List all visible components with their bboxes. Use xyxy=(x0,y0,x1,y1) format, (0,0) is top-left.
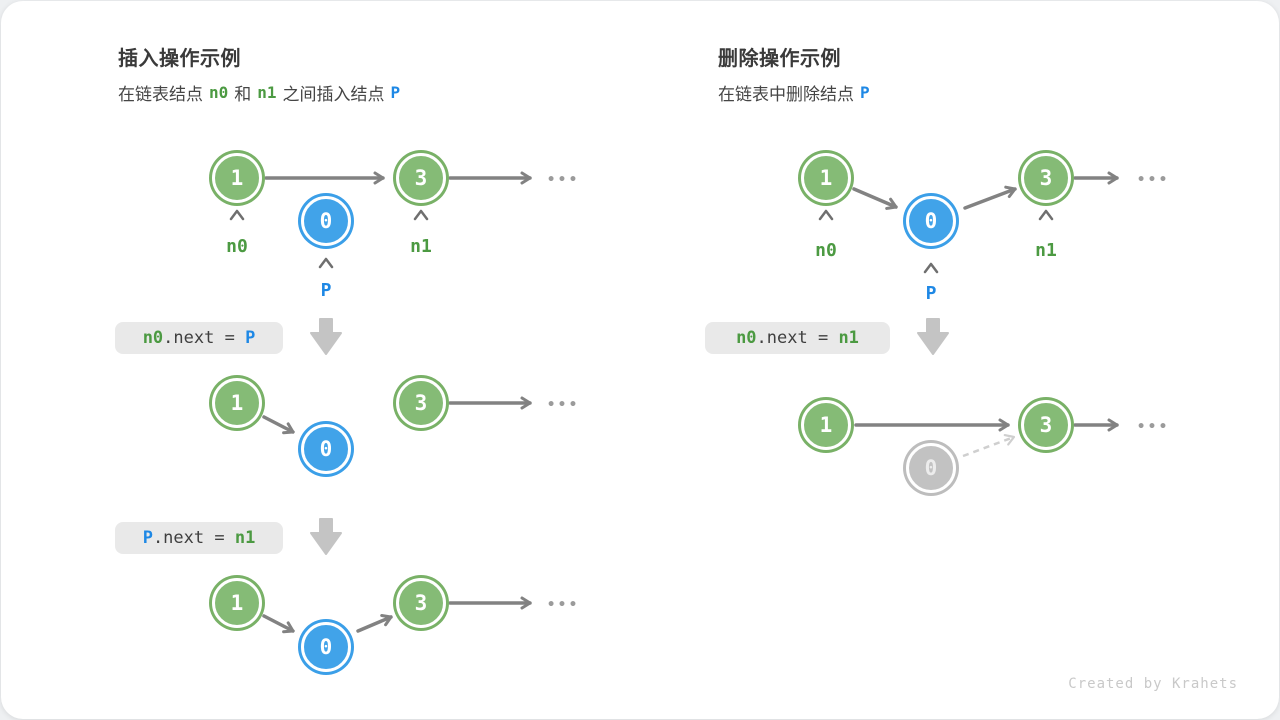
node-0-p: 0 xyxy=(301,196,351,246)
node-0-p: 0 xyxy=(906,196,956,246)
code-lhs: P xyxy=(142,528,153,548)
subtitle-text: 和 xyxy=(234,85,252,104)
subtitle-text: 之间插入结点 xyxy=(282,85,385,104)
label-n0: n0 xyxy=(815,240,837,261)
label-n0: n0 xyxy=(226,236,248,257)
node-1: 1 xyxy=(801,153,851,203)
code-lhs: n0 xyxy=(736,328,757,348)
delete-subtitle: 在链表中删除结点 P xyxy=(718,80,876,105)
code-n0-next-n1: n0.next = n1 xyxy=(705,322,890,354)
insert-subtitle: 在链表结点 n0 和 n1 之间插入结点 P xyxy=(118,80,406,105)
delete-title: 删除操作示例 xyxy=(718,48,841,70)
node-1: 1 xyxy=(212,378,262,428)
code-lhs: n0 xyxy=(142,328,164,348)
node-1: 1 xyxy=(801,400,851,450)
ellipsis: ••• xyxy=(1136,172,1170,188)
ellipsis: ••• xyxy=(546,597,580,613)
label-p: P xyxy=(320,280,332,301)
node-3: 3 xyxy=(396,378,446,428)
node-3: 3 xyxy=(396,153,446,203)
code-n0-next-p: n0.next = P xyxy=(115,322,283,354)
code-rhs: P xyxy=(245,328,256,348)
label-n1: n1 xyxy=(1035,240,1057,261)
code-rhs: n1 xyxy=(234,528,256,548)
label-p: P xyxy=(925,283,937,304)
credit-text: Created by Krahets xyxy=(1068,676,1238,692)
code-mid: .next = xyxy=(152,528,235,548)
code-rhs: n1 xyxy=(838,328,859,348)
token-n0: n0 xyxy=(209,83,229,102)
ellipsis: ••• xyxy=(1136,419,1170,435)
node-0-p: 0 xyxy=(301,424,351,474)
node-1: 1 xyxy=(212,153,262,203)
node-3: 3 xyxy=(396,578,446,628)
insert-title: 插入操作示例 xyxy=(118,48,241,70)
code-p-next-n1: P.next = n1 xyxy=(115,522,283,554)
token-p: P xyxy=(390,83,401,102)
ellipsis: ••• xyxy=(546,172,580,188)
subtitle-text: 在链表结点 xyxy=(118,85,203,104)
label-n1: n1 xyxy=(410,236,432,257)
subtitle-text: 在链表中删除结点 xyxy=(718,85,854,104)
node-0-p: 0 xyxy=(301,622,351,672)
ellipsis: ••• xyxy=(546,397,580,413)
node-1: 1 xyxy=(212,578,262,628)
node-3: 3 xyxy=(1021,400,1071,450)
code-mid: .next = xyxy=(756,328,839,348)
token-p: P xyxy=(860,83,870,102)
token-n1: n1 xyxy=(257,83,277,102)
node-0-removed: 0 xyxy=(906,443,956,493)
node-3: 3 xyxy=(1021,153,1071,203)
code-mid: .next = xyxy=(163,328,246,348)
